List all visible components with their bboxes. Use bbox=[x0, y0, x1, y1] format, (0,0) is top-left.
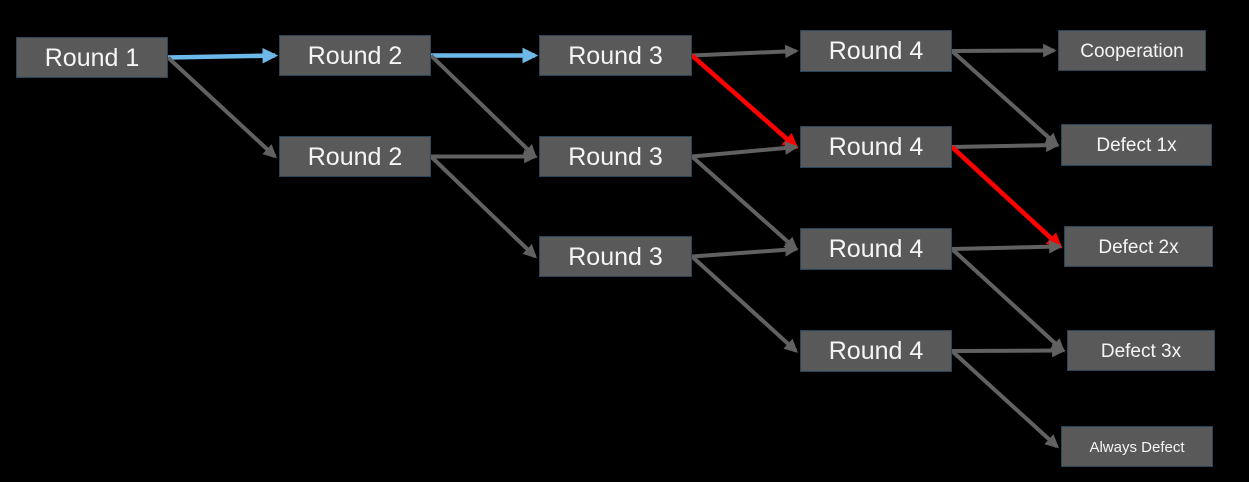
edge-round-3b-to-round-4c bbox=[690, 155, 799, 251]
edge-round-4c-to-defect-3x bbox=[950, 247, 1066, 353]
node-label: Round 3 bbox=[568, 41, 663, 70]
node-label: Round 4 bbox=[828, 37, 924, 65]
edge-round-4b-to-defect-1x bbox=[951, 138, 1060, 153]
edge-round-4b-to-defect-2x bbox=[950, 145, 1063, 249]
node-round-3a: Round 3 bbox=[539, 35, 692, 76]
node-label: Round 2 bbox=[307, 41, 403, 70]
edge-round-3c-to-round-4d bbox=[690, 255, 799, 353]
node-round-4c: Round 4 bbox=[800, 228, 952, 270]
edge-round-3b-to-round-4b bbox=[691, 141, 799, 159]
edge-round-1-to-round-2b bbox=[166, 56, 277, 159]
node-label: Round 4 bbox=[828, 133, 924, 161]
edge-round-3a-to-round-4b bbox=[690, 53, 799, 150]
node-round-4b: Round 4 bbox=[800, 126, 952, 168]
node-cooperation: Cooperation bbox=[1058, 30, 1206, 71]
edge-round-4c-to-defect-2x bbox=[951, 239, 1063, 254]
node-round-3c: Round 3 bbox=[539, 236, 692, 277]
edge-round-2b-to-round-3c bbox=[429, 155, 537, 259]
node-label: Always Defect bbox=[1089, 438, 1185, 456]
node-defect-2x: Defect 2x bbox=[1064, 226, 1213, 267]
edge-round-4a-to-cooperation bbox=[951, 43, 1057, 58]
node-defect-1x: Defect 1x bbox=[1061, 124, 1212, 166]
edge-round-1-to-round-2a bbox=[167, 47, 279, 64]
node-round-3b: Round 3 bbox=[539, 136, 692, 177]
node-round-4a: Round 4 bbox=[800, 30, 952, 72]
node-label: Round 1 bbox=[44, 43, 140, 72]
node-label: Defect 2x bbox=[1098, 236, 1179, 258]
edge-round-2a-to-round-3b bbox=[429, 54, 537, 159]
node-defect-3x: Defect 3x bbox=[1067, 330, 1215, 371]
node-round-2b: Round 2 bbox=[279, 136, 431, 177]
node-label: Round 4 bbox=[828, 337, 924, 365]
node-round-2a: Round 2 bbox=[279, 35, 431, 76]
node-round-4d: Round 4 bbox=[800, 330, 952, 372]
node-label: Round 4 bbox=[828, 235, 924, 263]
edge-round-3a-to-round-4a bbox=[691, 44, 799, 59]
node-label: Cooperation bbox=[1080, 40, 1184, 62]
edge-round-4a-to-defect-1x bbox=[950, 49, 1060, 147]
node-label: Round 3 bbox=[568, 242, 663, 271]
edge-round-3c-to-round-4c bbox=[691, 243, 799, 259]
edge-round-4d-to-always-defect bbox=[950, 349, 1060, 449]
node-always-defect: Always Defect bbox=[1061, 426, 1213, 467]
node-label: Round 3 bbox=[568, 142, 663, 171]
edge-round-4d-to-defect-3x bbox=[951, 343, 1066, 358]
node-label: Round 2 bbox=[307, 142, 403, 171]
node-label: Defect 3x bbox=[1100, 340, 1182, 362]
node-label: Defect 1x bbox=[1096, 135, 1177, 156]
node-round-1: Round 1 bbox=[16, 37, 168, 78]
